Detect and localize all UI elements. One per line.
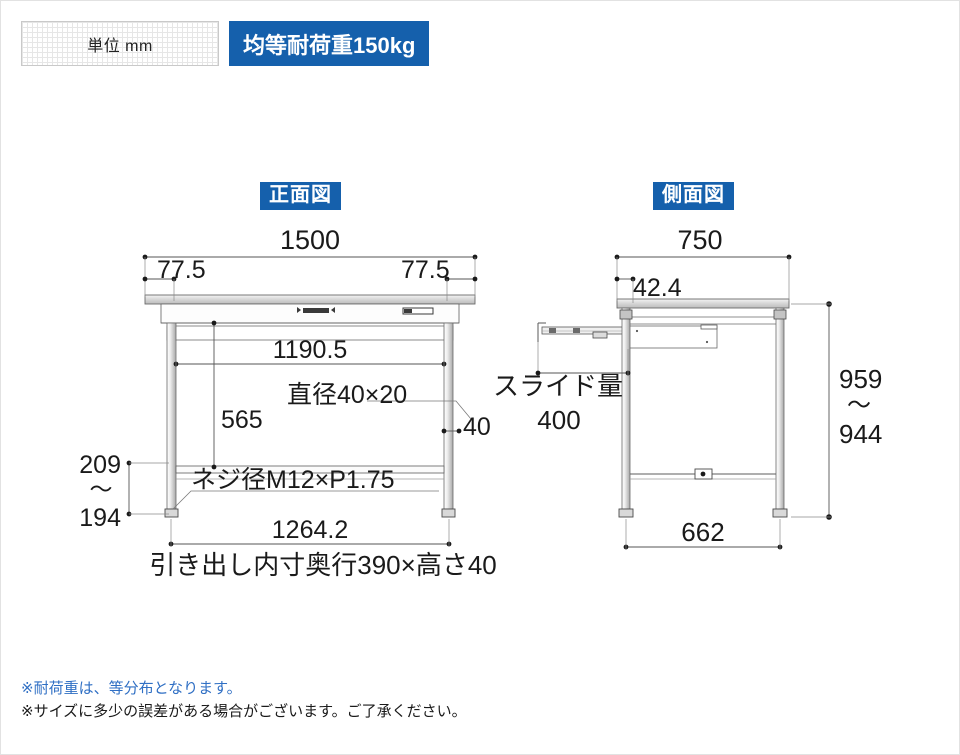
header-badges: 単位 mm 均等耐荷重150kg (21, 21, 430, 66)
side-view-drawing: 750 42.4 スライド量 400 959 〜 944 (493, 225, 882, 550)
dim-front-leg-height: 565 (221, 406, 263, 434)
dim-side-slide-value: 400 (537, 405, 580, 435)
load-capacity-label: 均等耐荷重150kg (243, 32, 416, 58)
front-view-caption: 引き出し内寸奥行390×高さ40 (149, 550, 496, 580)
dim-front-adjust-lower: 194 (79, 504, 121, 532)
dim-side-top-overhang: 42.4 (633, 274, 682, 302)
dim-side-height-lower: 944 (839, 419, 882, 449)
front-view-drawing: 1500 77.5 77.5 1190.5 565 (79, 225, 496, 580)
front-view-title: 正面図 (260, 182, 341, 210)
dim-front-adjust-upper: 209 (79, 451, 121, 479)
dim-side-height-tilde: 〜 (847, 392, 871, 419)
note-front-screw-spec: ネジ径M12×P1.75 (191, 466, 395, 494)
dim-side-foot-span: 662 (681, 517, 724, 547)
dim-front-overall-width: 1500 (280, 225, 340, 255)
dim-front-right-inset: 77.5 (401, 256, 450, 284)
load-capacity-badge: 均等耐荷重150kg (229, 21, 430, 66)
dim-side-height-upper: 959 (839, 364, 882, 394)
unit-label: 単位 mm (87, 37, 153, 55)
label-side-slide-amount: スライド量 (493, 371, 623, 401)
footer-note-load: ※耐荷重は、等分布となります。 (21, 680, 242, 697)
unit-badge: 単位 mm (21, 21, 219, 66)
dim-side-overall-depth: 750 (677, 225, 722, 255)
dim-front-inner-width: 1190.5 (273, 336, 348, 364)
footer-notes: ※耐荷重は、等分布となります。 ※サイズに多少の誤差がある場合がございます。ご了… (21, 677, 921, 724)
dim-front-foot-span: 1264.2 (272, 516, 348, 544)
side-view-title: 側面図 (653, 182, 734, 210)
footer-note-tolerance: ※サイズに多少の誤差がある場合がございます。ご了承ください。 (21, 703, 467, 721)
note-front-leg-diameter: 直径40×20 (287, 381, 407, 409)
dim-front-left-inset: 77.5 (157, 256, 206, 284)
dim-front-brace-width: 40 (463, 413, 491, 441)
dim-front-adjust-tilde: 〜 (90, 476, 113, 502)
